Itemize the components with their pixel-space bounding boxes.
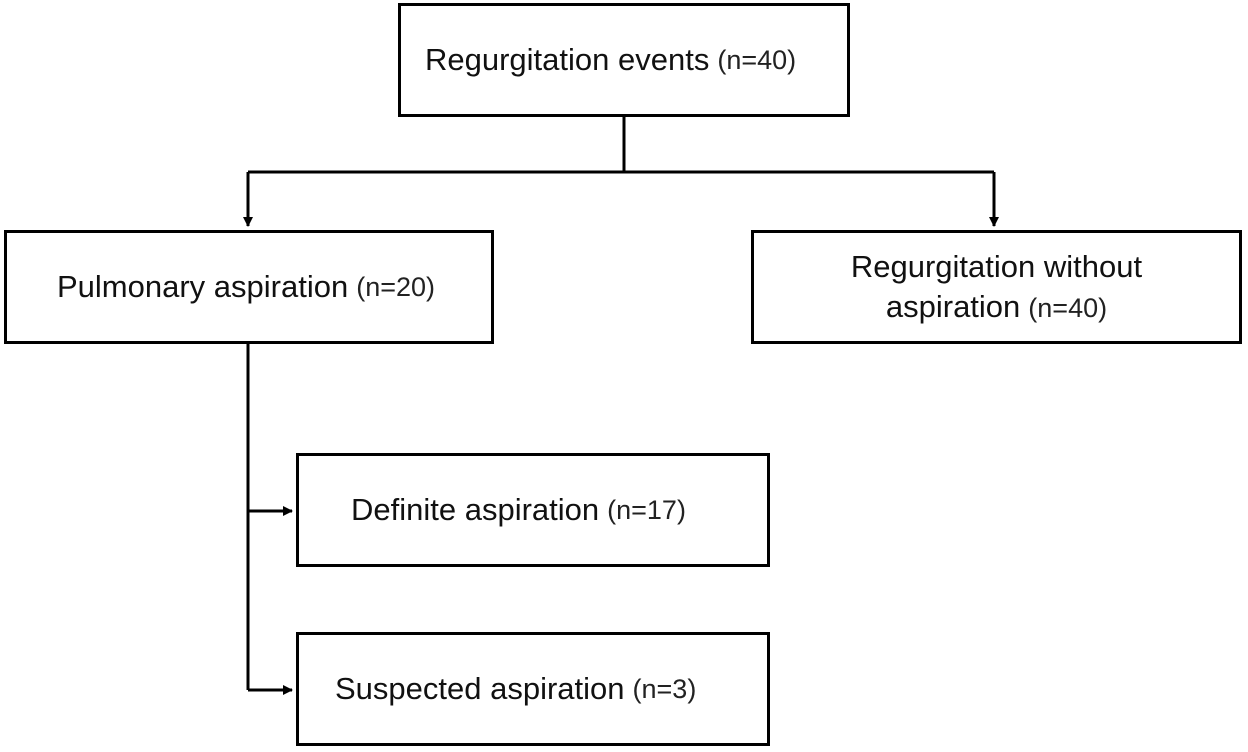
node-label: Pulmonary aspiration xyxy=(57,269,349,304)
node-count: (n=17) xyxy=(607,495,686,525)
node-count: (n=3) xyxy=(632,674,697,704)
node-regurgitation-without-aspiration: Regurgitation without aspiration (n=40) xyxy=(751,230,1242,344)
node-label: Definite aspiration xyxy=(351,492,600,527)
node-count: (n=40) xyxy=(1028,292,1108,323)
node-regurgitation-events: Regurgitation events (n=40) xyxy=(398,3,850,117)
node-label: Suspected aspiration xyxy=(335,671,625,706)
node-count: (n=40) xyxy=(717,45,797,75)
node-label-line1: Regurgitation without xyxy=(850,248,1143,284)
node-suspected-aspiration: Suspected aspiration (n=3) xyxy=(296,632,770,746)
node-count: (n=20) xyxy=(356,272,436,302)
node-label: Regurgitation events xyxy=(425,42,710,77)
node-definite-aspiration: Definite aspiration (n=17) xyxy=(296,453,770,567)
node-label-line2: aspiration xyxy=(885,288,1021,324)
node-pulmonary-aspiration: Pulmonary aspiration (n=20) xyxy=(4,230,494,344)
